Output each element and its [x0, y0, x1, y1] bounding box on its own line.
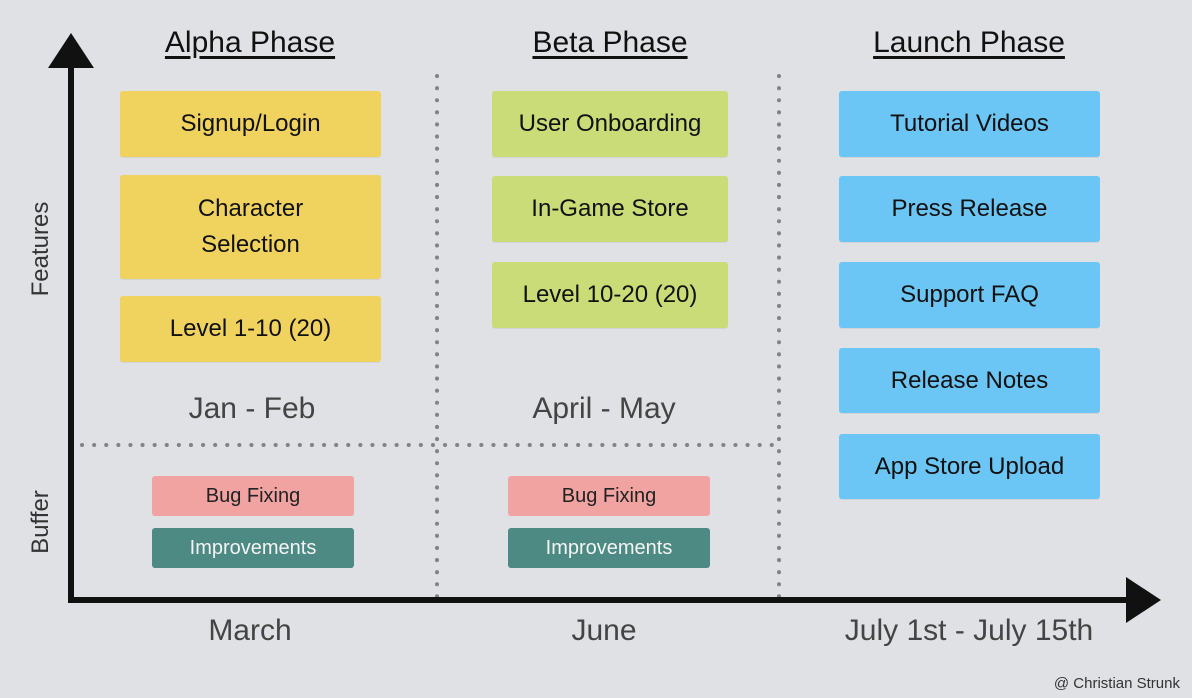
alpha-improvements-card: Improvements [152, 528, 354, 568]
launch-feature-card: Press Release [839, 176, 1100, 242]
beta-bug-fixing-card: Bug Fixing [508, 476, 710, 516]
author-credit: @ Christian Strunk [1053, 675, 1180, 692]
launch-feature-card: App Store Upload [839, 434, 1100, 499]
phase-title-launch: Launch Phase [873, 26, 1065, 59]
alpha-buffer-period: March [208, 614, 292, 647]
beta-feature-card: Level 10-20 (20) [492, 262, 728, 328]
beta-improvements-card: Improvements [508, 528, 710, 568]
launch-feature-card: Release Notes [839, 348, 1100, 413]
launch-feature-label: Tutorial Videos [890, 110, 1049, 137]
y-axis-label-buffer: Buffer [27, 490, 54, 554]
beta-feature-card: In-Game Store [492, 176, 728, 242]
beta-feature-label: In-Game Store [531, 195, 689, 222]
alpha-feature-label: Character Selection [197, 195, 304, 258]
beta-feature-label: User Onboarding [518, 110, 702, 137]
alpha-feature-card: Signup/Login [120, 91, 381, 157]
beta-feature-label: Level 10-20 (20) [522, 281, 698, 308]
alpha-feature-label: Signup/Login [180, 110, 321, 137]
launch-feature-label: Support FAQ [900, 281, 1039, 308]
y-axis-arrow [48, 33, 94, 68]
beta-feature-period: April - May [532, 392, 676, 425]
alpha-feature-card: Level 1-10 (20) [120, 296, 381, 362]
launch-feature-card: Tutorial Videos [839, 91, 1100, 157]
x-axis-arrow [1126, 577, 1161, 623]
beta-feature-card: User Onboarding [492, 91, 728, 157]
phase-title-alpha: Alpha Phase [164, 26, 336, 59]
y-axis-label-features: Features [27, 201, 54, 297]
launch-feature-label: Press Release [891, 195, 1048, 222]
launch-feature-label: Release Notes [890, 366, 1049, 394]
beta-buffer-period: June [571, 614, 637, 647]
launch-feature-label: App Store Upload [874, 452, 1065, 480]
launch-period: July 1st - July 15th [844, 614, 1094, 647]
alpha-feature-label: Level 1-10 (20) [169, 315, 332, 342]
alpha-feature-period: Jan - Feb [188, 392, 316, 425]
launch-feature-card: Support FAQ [839, 262, 1100, 328]
alpha-bug-fixing-card: Bug Fixing [152, 476, 354, 516]
phase-title-beta: Beta Phase [532, 26, 688, 59]
alpha-feature-card: Character Selection [120, 175, 381, 279]
